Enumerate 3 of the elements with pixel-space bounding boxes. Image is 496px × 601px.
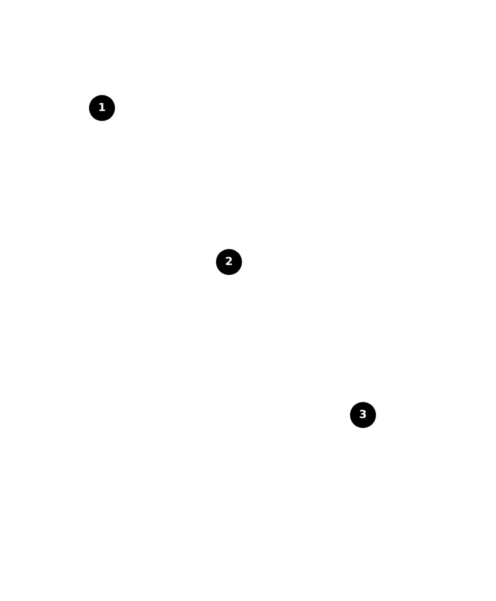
- callout-number: 2: [216, 249, 242, 275]
- callout-number: 3: [350, 402, 376, 428]
- callout-number: 1: [89, 95, 115, 121]
